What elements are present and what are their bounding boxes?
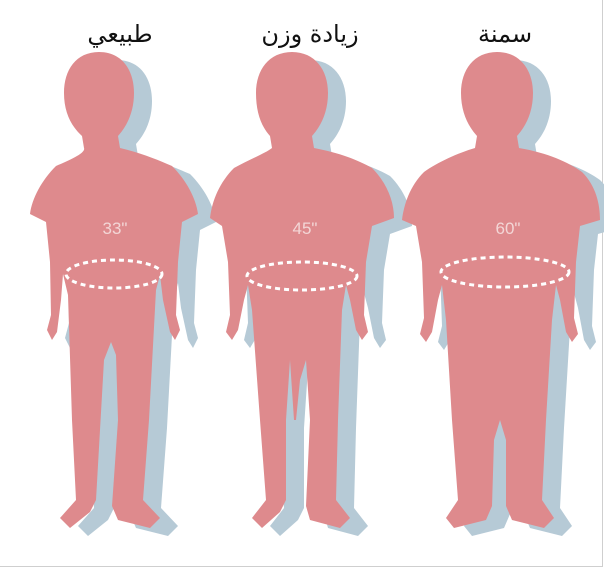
waist-value-obese: 60" — [496, 219, 521, 238]
waist-value-normal: 33" — [103, 219, 128, 238]
waist-value-overweight: 45" — [293, 219, 318, 238]
